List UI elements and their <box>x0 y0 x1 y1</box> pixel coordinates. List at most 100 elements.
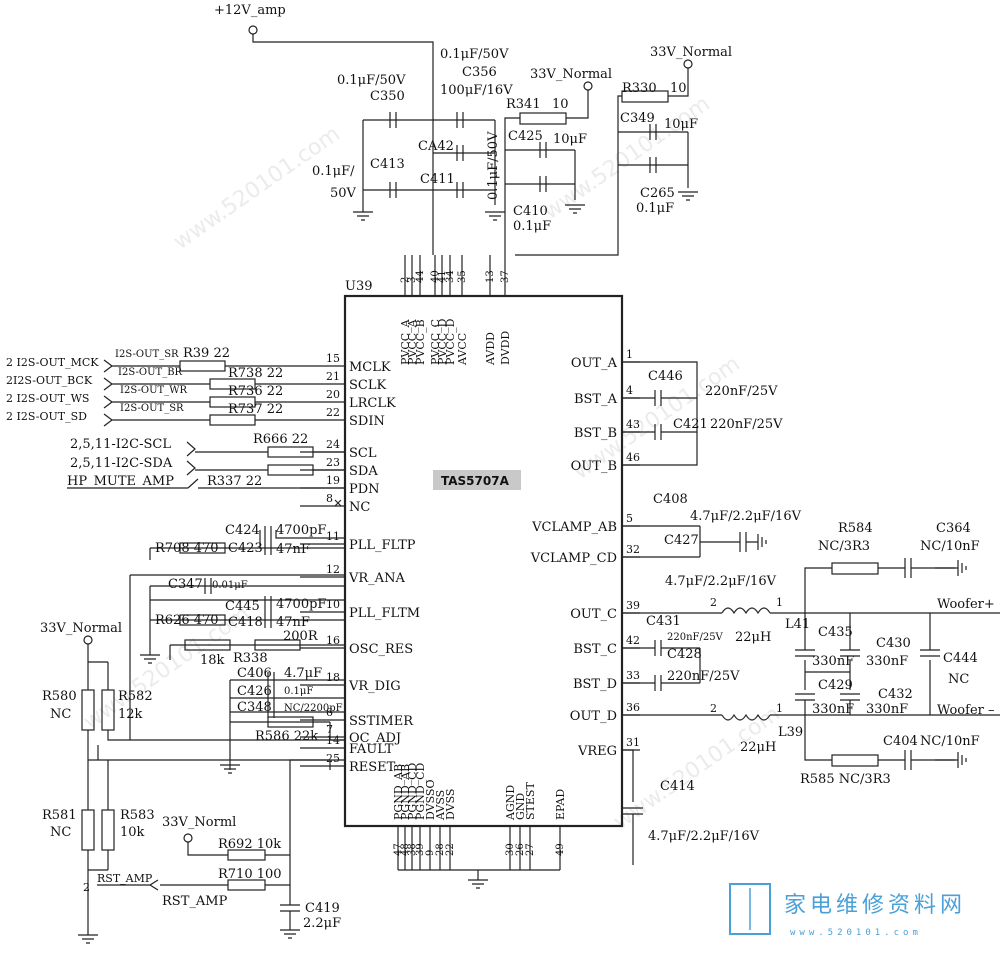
pin-label: PGND_AB <box>399 764 412 820</box>
wire <box>103 377 300 391</box>
pin-number: 44 <box>415 270 426 283</box>
cap-value: 330nF <box>866 654 908 669</box>
cap-ref: C350 <box>370 89 405 104</box>
logo-url: www.520101.com <box>790 928 922 938</box>
cap-value: 220nF/25V <box>667 632 724 643</box>
cap-value: 330nF <box>812 702 854 717</box>
pin-label: SCL <box>349 446 377 461</box>
cap-value: 47nF <box>276 615 310 630</box>
pin-num: 1 <box>776 596 783 609</box>
wire <box>622 567 1000 614</box>
net-input: 2I2S-OUT_BCK <box>6 374 93 387</box>
pin-number: 4 <box>626 384 633 397</box>
pin-number: 42 <box>626 634 640 647</box>
pin-label: OUT_A <box>571 356 618 371</box>
cap-value: 4700pF <box>276 597 326 612</box>
cap-value: 220nF/25V <box>667 669 740 684</box>
ground-symbol <box>911 560 967 576</box>
wire <box>804 613 931 715</box>
net-input: 2 I2S-OUT_SD <box>6 410 87 423</box>
bottom-ground-section <box>398 869 560 889</box>
pin-num: 2 <box>710 702 717 715</box>
pin-label: BST_A <box>574 392 618 407</box>
cap-value: 0.1μF/50V <box>486 131 501 200</box>
cap-value: 330nF <box>866 702 908 717</box>
cap-value: 47nF <box>276 542 310 557</box>
pin-label: PGND_AB <box>392 764 405 820</box>
wire <box>362 119 433 191</box>
pin-label: SSTIMER <box>349 714 414 729</box>
inductor-ref: L41 <box>785 617 810 632</box>
res-value: 18k <box>200 653 225 668</box>
res-ref: R583 <box>120 808 155 823</box>
net-label: RST_AMP <box>97 872 153 885</box>
cap-ref: C435 <box>818 625 853 640</box>
cap-value: 0.1μF/50V <box>440 47 509 62</box>
res-label: R39 22 <box>183 346 230 361</box>
wire <box>160 759 330 905</box>
cap-value: 2.2μF <box>303 916 341 931</box>
pin-label: OUT_B <box>571 459 617 474</box>
wire <box>149 530 345 560</box>
cap-value: 220nF/25V <box>710 417 783 432</box>
pin-number: 10 <box>326 598 340 611</box>
wire <box>252 34 434 255</box>
net-input: RST_AMP <box>162 894 228 909</box>
cap-ref: C413 <box>370 157 405 172</box>
wire <box>67 478 199 489</box>
pin-label: OC_ADJ <box>349 731 401 746</box>
top-pin-group: 2PVCC_A3PVCC_A44PVCC_B40PVCC_C41PVCC_D34… <box>399 255 512 366</box>
res-value: NC <box>50 707 71 722</box>
pin-number: 37 <box>500 270 511 283</box>
wire <box>515 68 689 256</box>
wire <box>433 119 496 205</box>
wire <box>195 451 345 489</box>
pin-label: SCLK <box>349 378 386 393</box>
output-section: C446 220nF/25V C421 220nF/25V C408 4.7μF… <box>622 361 1000 865</box>
book-icon <box>729 883 771 935</box>
cap-ref: CA42 <box>418 139 454 154</box>
cap-ref: C446 <box>648 369 683 384</box>
cap-ref: C406 <box>237 666 272 681</box>
res-label: R710 100 <box>218 867 282 882</box>
cap-value: 10μF <box>664 117 698 132</box>
pin-label: BST_C <box>573 642 617 657</box>
pin-label: PDN <box>349 482 380 497</box>
wire <box>187 842 228 856</box>
net-label: I2S-OUT_SR <box>115 349 179 360</box>
pin-number: 16 <box>326 634 340 647</box>
pin-number: 3 <box>407 277 418 283</box>
pin-number: 32 <box>626 543 640 556</box>
res-value: NC/3R3 <box>818 539 870 554</box>
pin-num: 2 <box>710 596 717 609</box>
res-value: 10k <box>120 825 145 840</box>
pin-number: 46 <box>626 451 640 464</box>
pin-label: PGND_CD <box>414 762 427 820</box>
res-label: R738 22 <box>228 366 283 381</box>
pin-number: 2 <box>400 277 411 283</box>
output-label: Woofer – <box>937 703 994 718</box>
rail-label: 33V_Normal <box>40 621 122 636</box>
resistor-r341 <box>519 112 567 125</box>
pin-number: 20 <box>326 388 340 401</box>
left-pin-group: 15MCLK21SCLK20LRCLK22SDIN24SCL23SDA19PDN… <box>300 352 420 775</box>
pin-number: 27 <box>525 843 536 856</box>
net-input: HP_MUTE_AMP <box>67 474 174 489</box>
cap-ref: C426 <box>237 684 272 699</box>
pin-number: 5 <box>626 512 633 525</box>
ground-symbol <box>280 911 300 939</box>
cap-ref: C408 <box>653 492 688 507</box>
pin-label: OUT_D <box>570 709 617 724</box>
pin-label: MCLK <box>349 360 391 375</box>
ground-symbol <box>78 870 98 944</box>
pin-number: 12 <box>326 563 340 576</box>
rail-terminal <box>183 833 193 843</box>
cap-value: 0.01μF <box>212 580 248 591</box>
pin-number: 31 <box>626 736 640 749</box>
ic-body <box>343 294 624 828</box>
cap-value: 0.1μF/50V <box>337 73 406 88</box>
wire <box>622 361 698 466</box>
net-num: 2 <box>83 881 90 894</box>
output-label: Woofer+ <box>937 597 995 612</box>
pin-label: AVCC <box>456 333 469 366</box>
